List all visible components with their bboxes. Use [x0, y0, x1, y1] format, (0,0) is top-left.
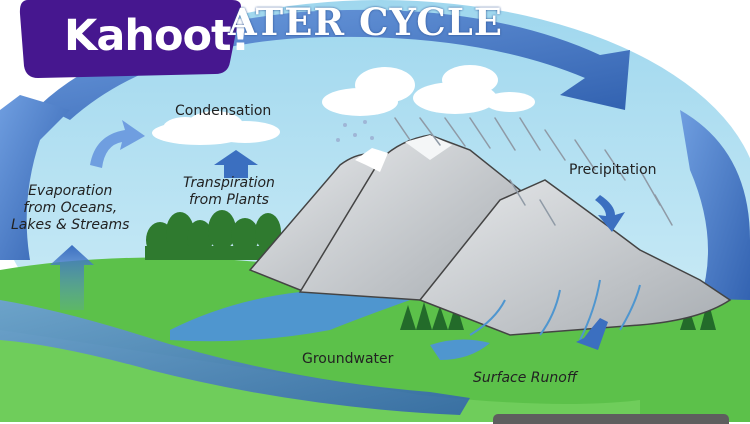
cloud-rain: [322, 65, 535, 116]
mountain-right: [418, 179, 732, 336]
snowcap-2: [405, 135, 452, 160]
label-transpiration-line-1: Transpiration: [183, 175, 275, 191]
label-groundwater: Groundwater: [302, 351, 394, 367]
kahoot-wordmark: Kahoot!: [64, 11, 250, 61]
evaporation-arrow-up: [50, 245, 94, 310]
cycle-arrow-lower: [0, 300, 470, 415]
transpiration-arrow: [214, 150, 258, 178]
land-lower: [0, 330, 640, 422]
label-evaporation-line-3: Lakes & Streams: [11, 217, 130, 233]
runoff-arrow: [576, 318, 608, 350]
label-evaporation-line-2: from Oceans,: [23, 200, 118, 216]
streams: [469, 279, 641, 341]
trees-left: [145, 210, 285, 260]
overlay-bar: [493, 414, 729, 424]
kahoot-logo: Kahoot!: [0, 0, 250, 78]
label-precipitation: Precipitation: [569, 162, 657, 178]
cycle-arrow-left: [0, 95, 70, 260]
snowflakes: [336, 120, 374, 142]
label-transpiration-line-2: from Plants: [189, 192, 269, 208]
lake: [170, 290, 410, 342]
cycle-arrow-right: [680, 110, 750, 330]
snowcap: [355, 148, 388, 172]
evaporation-arrow-curve: [90, 120, 145, 168]
label-condensation: Condensation: [175, 103, 272, 119]
kahoot-badge-shape: [19, 0, 242, 78]
diagram-title: ATER CYCLE: [228, 0, 503, 44]
label-surface-runoff: Surface Runoff: [473, 370, 577, 386]
label-evaporation-line-1: Evaporation: [28, 183, 113, 199]
cloud-condensation: [152, 111, 280, 145]
rain: [394, 117, 673, 226]
label-transpiration: Transpiration from Plants: [183, 175, 275, 209]
pond: [430, 339, 490, 360]
precipitation-arrow: [595, 195, 625, 232]
label-evaporation: Evaporation from Oceans, Lakes & Streams: [11, 183, 129, 234]
